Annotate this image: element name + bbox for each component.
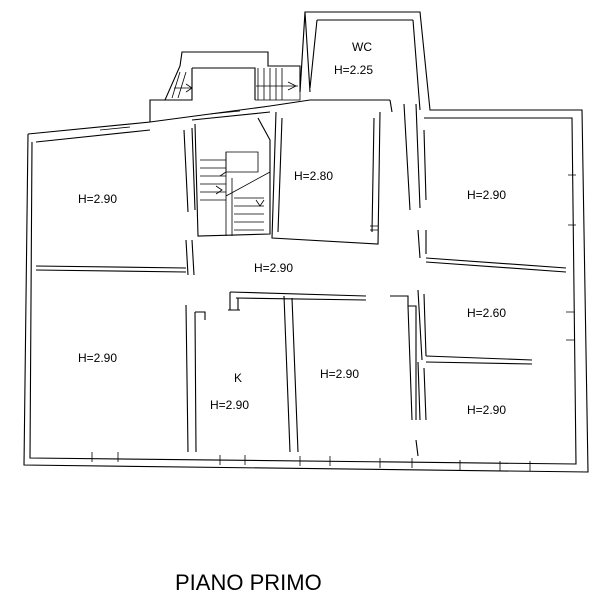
room-height-south-mid: H=2.90 (320, 367, 359, 381)
room-height-se: H=2.90 (467, 403, 506, 417)
room-name-kitchen: K (234, 371, 242, 385)
room-height-bath: H=2.80 (294, 169, 333, 183)
upper-stairs (165, 67, 301, 101)
room-height-ne: H=2.90 (467, 188, 506, 202)
room-height-kitchen: H=2.90 (210, 398, 249, 412)
room-height-nw: H=2.90 (78, 192, 117, 206)
room-name-wc: WC (352, 40, 372, 54)
room-height-corridor: H=2.90 (254, 261, 293, 275)
plan-title: PIANO PRIMO (175, 570, 322, 595)
room-height-e-mid: H=2.60 (467, 306, 506, 320)
internal-walls (35, 99, 567, 457)
room-labels: WC H=2.25 H=2.80 H=2.90 H=2.90 H=2.90 H=… (78, 40, 506, 417)
room-height-sw: H=2.90 (78, 351, 117, 365)
room-height-wc: H=2.25 (334, 63, 373, 77)
